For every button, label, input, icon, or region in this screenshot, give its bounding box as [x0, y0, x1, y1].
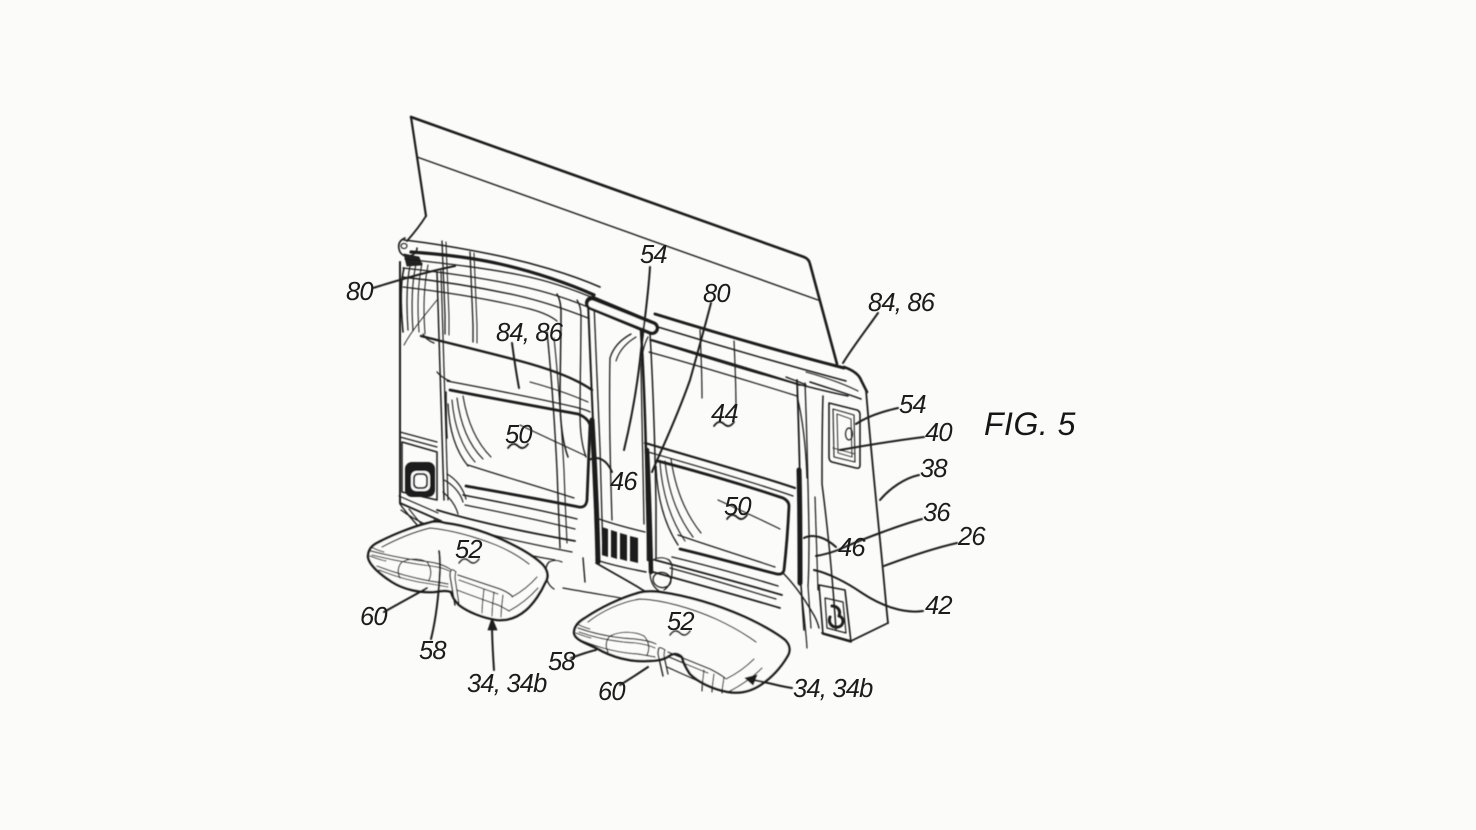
svg-text:54: 54	[899, 391, 926, 419]
svg-text:52: 52	[455, 536, 482, 564]
svg-text:52: 52	[667, 608, 694, 636]
svg-text:34, 34b: 34, 34b	[793, 675, 873, 703]
svg-text:84, 86: 84, 86	[868, 289, 936, 317]
svg-text:54: 54	[640, 241, 667, 269]
svg-text:46: 46	[610, 468, 638, 496]
svg-text:50: 50	[505, 421, 532, 449]
svg-text:FIG. 5: FIG. 5	[984, 406, 1076, 442]
svg-text:84, 86: 84, 86	[496, 319, 564, 347]
svg-text:58: 58	[419, 637, 447, 665]
svg-text:44: 44	[711, 400, 738, 428]
svg-text:50: 50	[724, 493, 751, 521]
svg-text:36: 36	[923, 499, 951, 527]
svg-text:80: 80	[346, 278, 373, 306]
svg-text:80: 80	[703, 280, 730, 308]
svg-text:60: 60	[598, 678, 625, 706]
svg-text:46: 46	[838, 534, 866, 562]
svg-text:40: 40	[925, 419, 952, 447]
svg-text:42: 42	[925, 592, 952, 620]
svg-text:58: 58	[548, 648, 576, 676]
svg-text:60: 60	[360, 603, 387, 631]
svg-text:38: 38	[920, 455, 948, 483]
svg-text:34, 34b: 34, 34b	[467, 670, 547, 698]
svg-text:26: 26	[957, 523, 986, 551]
